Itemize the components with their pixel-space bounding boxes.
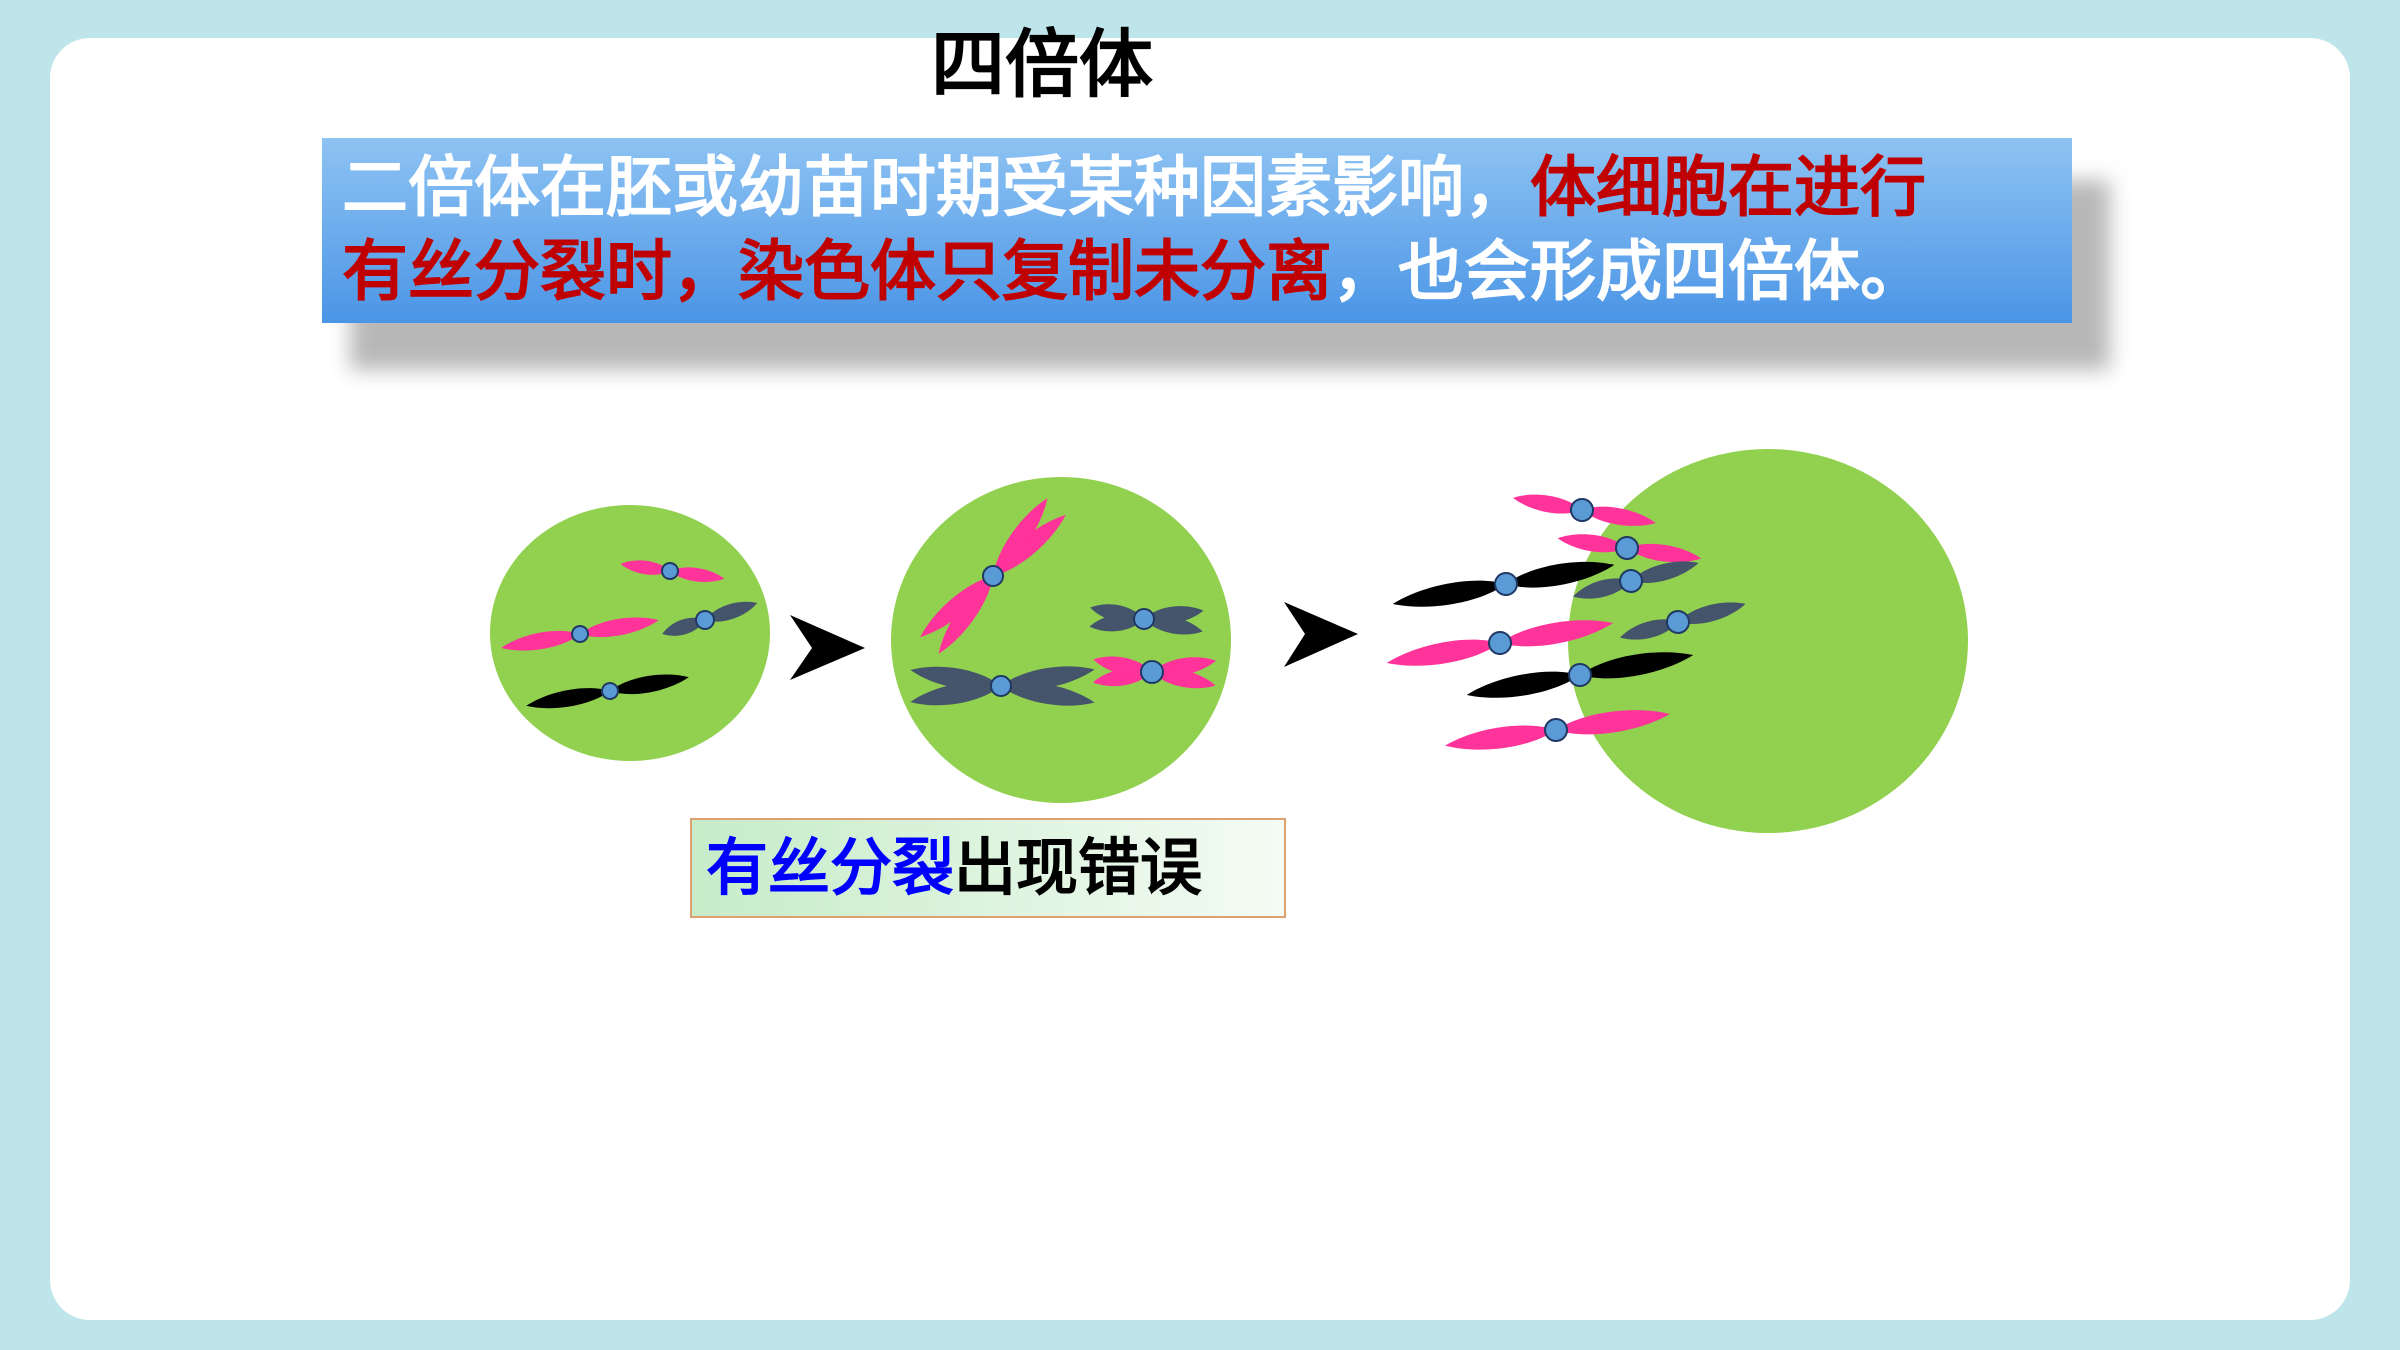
chromosome-pink <box>619 557 726 586</box>
chromosome-pink-duplicated <box>914 493 1072 659</box>
chromosome-slate <box>1617 595 1748 646</box>
chromosome-black <box>1390 554 1617 615</box>
cell-body <box>891 477 1231 803</box>
caption-blue-text: 有丝分裂 <box>706 831 955 904</box>
chromosome-black <box>524 668 691 714</box>
banner-line-2-white: ，也会形成四倍体。 <box>1332 233 1926 310</box>
chromosome-slate <box>1570 554 1701 605</box>
description-banner: 二倍体在胚或幼苗时期受某种因素影响，体细胞在进行 有丝分裂时，染色体只复制未分离… <box>322 138 2072 323</box>
chromosome-pink <box>1384 612 1616 674</box>
chromosome-pink <box>499 611 661 657</box>
chromosome-slate-duplicated <box>1088 599 1205 640</box>
chromosome-pink <box>1556 530 1703 567</box>
banner-line-1: 二倍体在胚或幼苗时期受某种因素影响，体细胞在进行 <box>342 146 2072 230</box>
chromosome-pink <box>1511 489 1658 532</box>
cell-diploid <box>490 505 770 761</box>
page-title: 四倍体 <box>931 22 1153 108</box>
banner-line-1-white: 二倍体在胚或幼苗时期受某种因素影响， <box>342 149 1530 226</box>
banner-line-2-red: 有丝分裂时，染色体只复制未分离 <box>342 233 1332 310</box>
chromosome-black <box>1464 644 1696 706</box>
chromosome-pink-duplicated <box>1091 651 1218 694</box>
banner-line-2: 有丝分裂时，染色体只复制未分离，也会形成四倍体。 <box>342 230 2072 314</box>
caption-black-text: 出现错误 <box>954 831 1203 904</box>
arrow-icon <box>790 615 865 680</box>
chromosome-slate <box>659 595 760 642</box>
arrow-icon <box>1284 602 1358 667</box>
cell-tetraploid <box>1384 449 1968 833</box>
error-caption: 有丝分裂出现错误 <box>690 818 1286 918</box>
cell-body <box>1568 449 1968 833</box>
chromosome-slate-duplicated <box>908 659 1097 713</box>
cell-replicated <box>891 477 1231 803</box>
banner-line-1-red: 体细胞在进行 <box>1530 149 1926 226</box>
chromosome-pink <box>1443 703 1672 756</box>
